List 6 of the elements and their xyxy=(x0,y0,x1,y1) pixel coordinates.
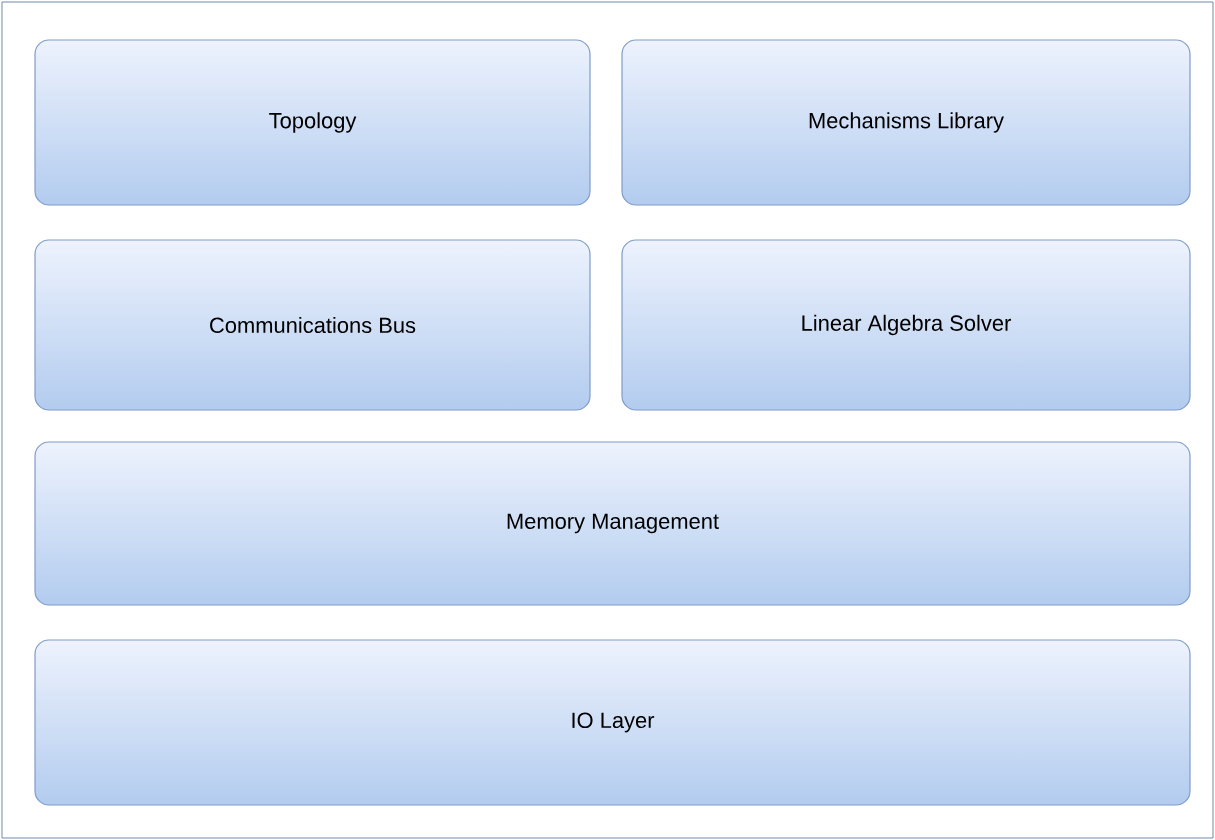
layer-box: Mechanisms Library xyxy=(621,39,1191,206)
layer-box: Topology xyxy=(34,39,591,206)
layer-box: Communications Bus xyxy=(34,239,591,411)
layer-box: Linear Algebra Solver xyxy=(621,239,1191,411)
layer-box: Memory Management xyxy=(34,441,1191,606)
layer-box: IO Layer xyxy=(34,639,1191,806)
